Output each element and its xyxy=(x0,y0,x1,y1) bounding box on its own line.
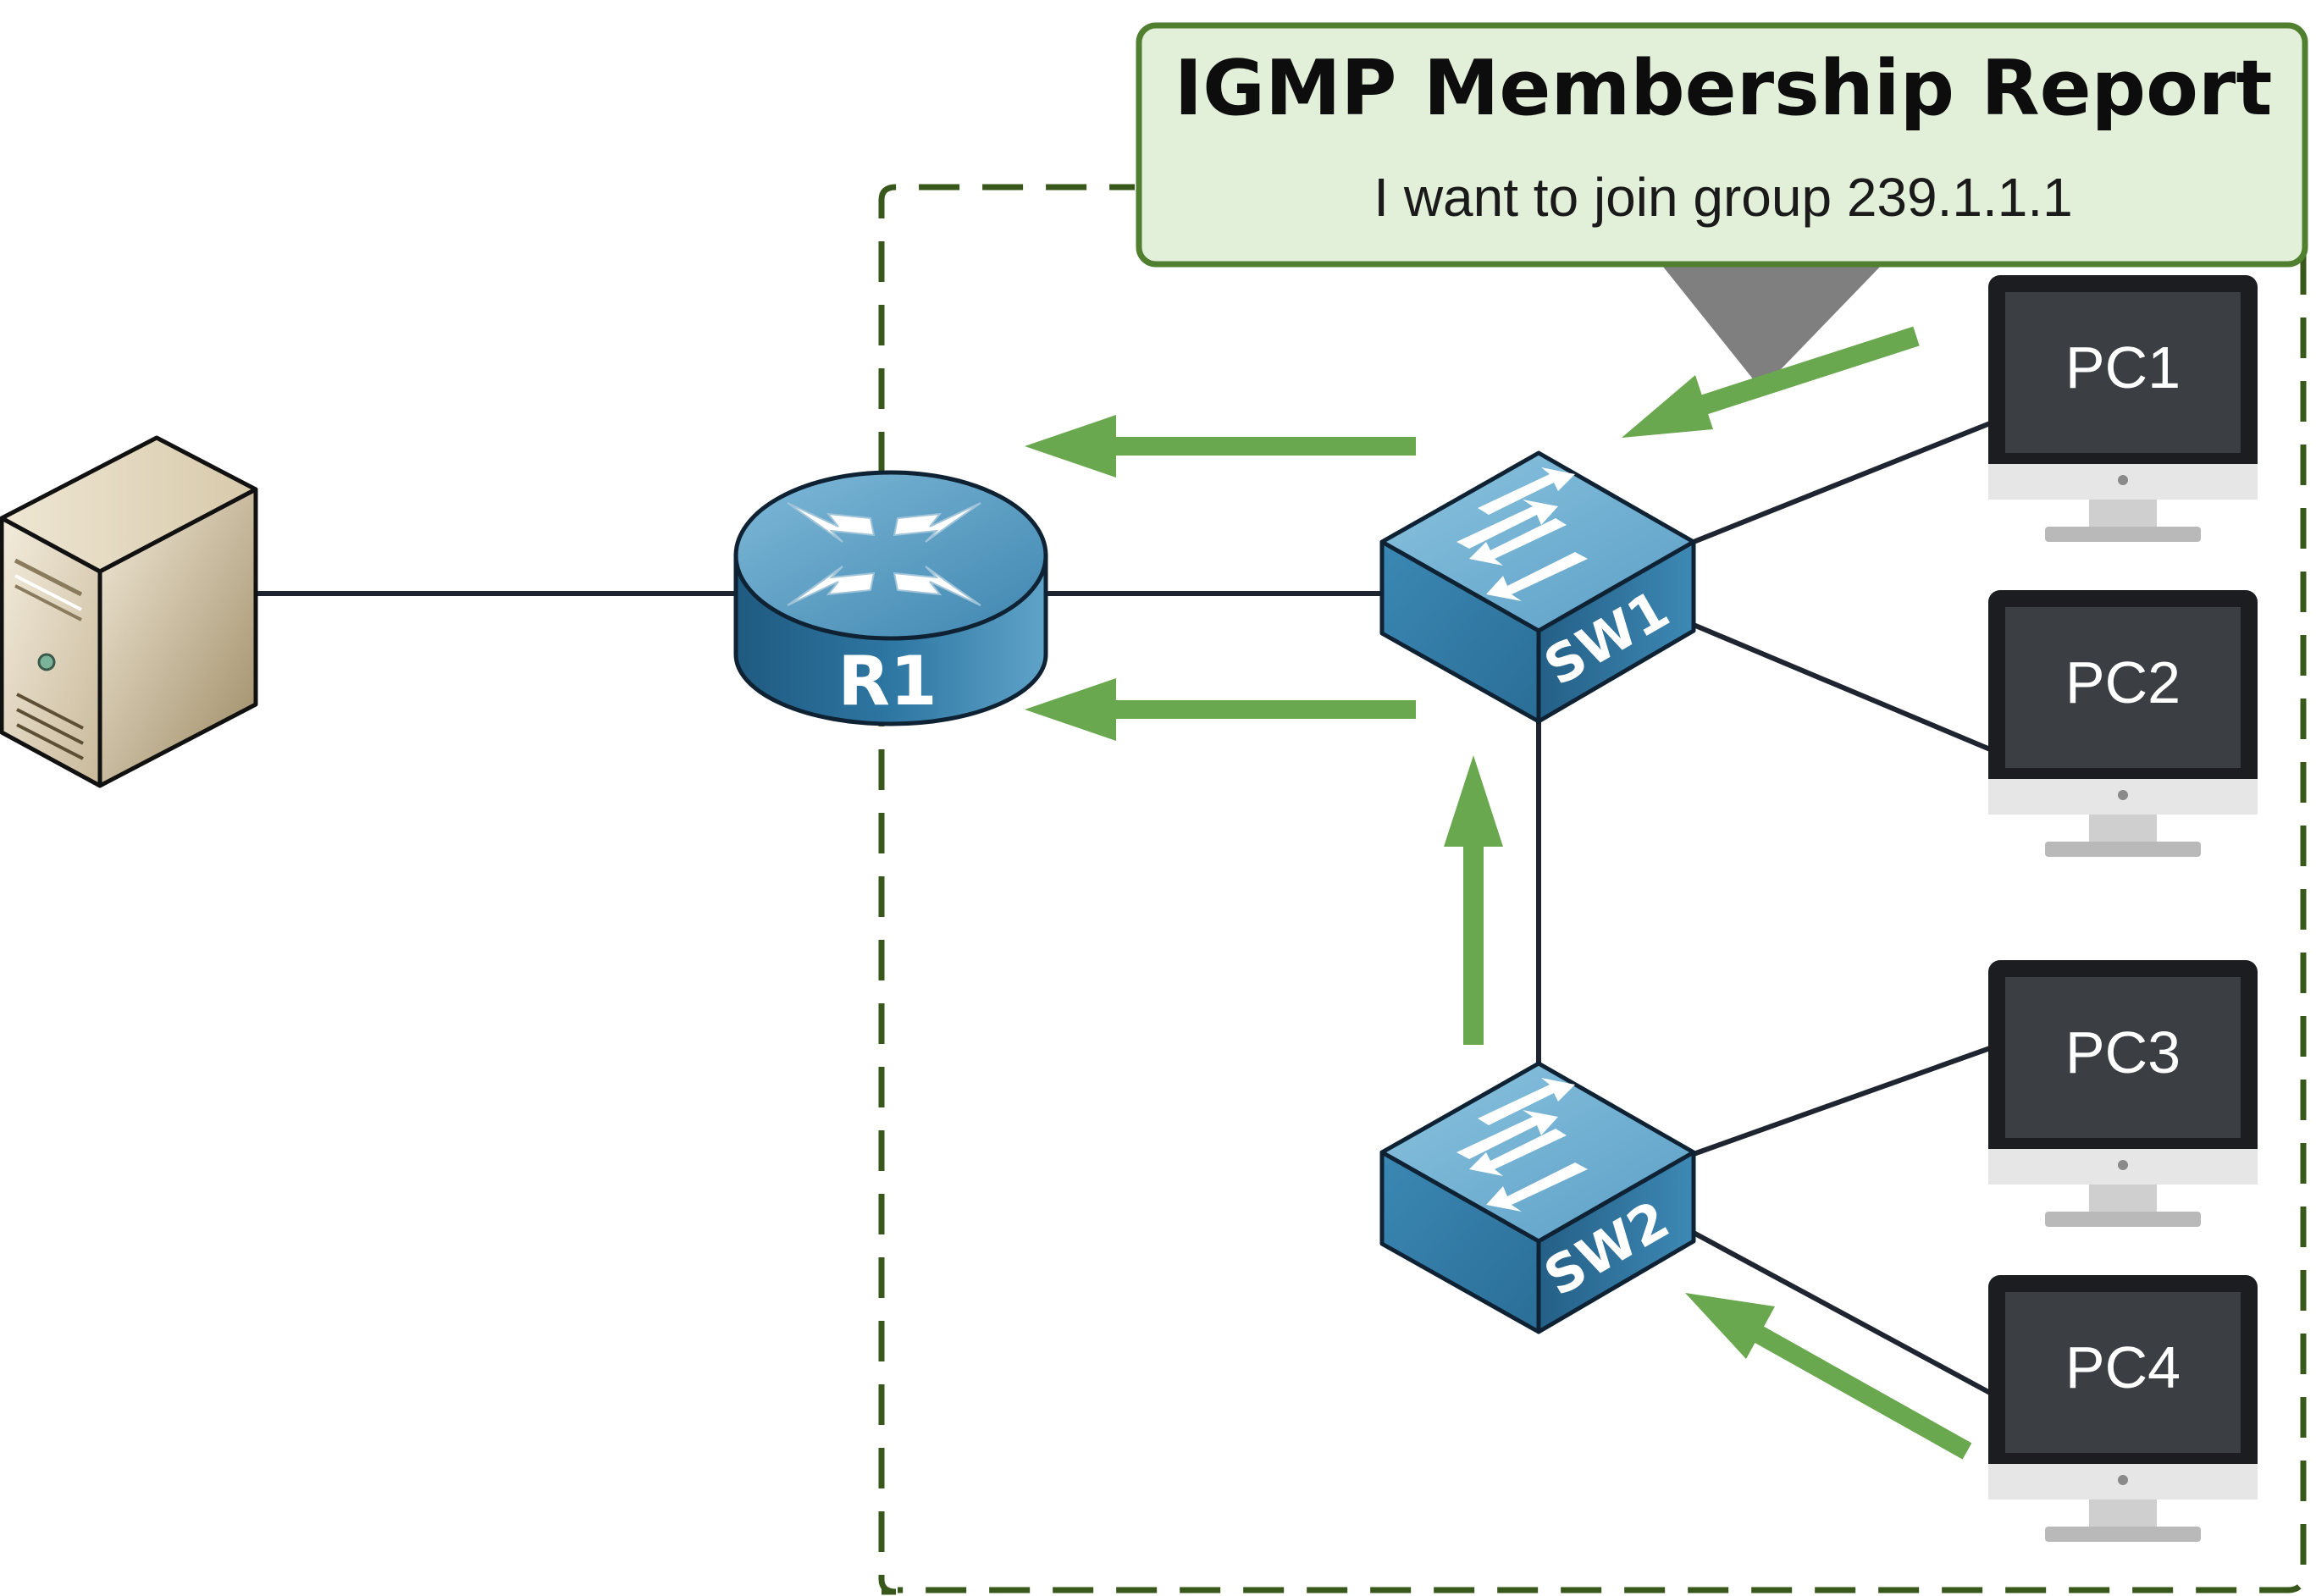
pc1-label: PC1 xyxy=(2065,334,2181,400)
pc3-label: PC3 xyxy=(2065,1019,2181,1085)
links xyxy=(254,421,1992,1395)
switch-arrows-icon xyxy=(1456,1078,1588,1212)
pc4-label: PC4 xyxy=(2065,1334,2181,1400)
switch-sw1: SW1 xyxy=(1379,450,1696,724)
callout-pointer xyxy=(1660,262,1884,389)
link-sw1-pc1 xyxy=(1692,421,1992,544)
router-label: R1 xyxy=(837,642,937,721)
pc4: PC4 xyxy=(1988,1275,2258,1542)
switch-sw2: SW2 xyxy=(1379,1061,1696,1334)
router-arrows-icon xyxy=(787,502,981,606)
multicast-domain-boundary-right xyxy=(898,254,2307,1593)
multicast-domain-boundary xyxy=(878,184,1135,1595)
callout: IGMP Membership Report I want to join gr… xyxy=(1136,22,2308,268)
router-r1: R1 xyxy=(733,470,1048,726)
arrow-sw1-to-r1-bottom xyxy=(1025,678,1416,741)
callout-subtitle: I want to join group 239.1.1.1 xyxy=(1374,167,2072,228)
report-arrows xyxy=(1025,326,1972,1460)
link-sw2-pc4 xyxy=(1692,1230,1992,1395)
pc1: PC1 xyxy=(1988,275,2258,542)
switch-arrows-icon xyxy=(1456,467,1588,601)
pc2: PC2 xyxy=(1988,590,2258,857)
arrow-sw2-to-sw1 xyxy=(1444,755,1503,1045)
arrow-sw1-to-r1-top xyxy=(1025,415,1416,478)
callout-box xyxy=(1136,22,2308,268)
pc2-label: PC2 xyxy=(2065,649,2181,715)
link-sw1-pc2 xyxy=(1692,622,1992,752)
pc3: PC3 xyxy=(1988,960,2258,1227)
arrow-pc1-to-sw1 xyxy=(1622,326,1920,438)
callout-title: IGMP Membership Report xyxy=(1175,44,2273,133)
link-sw2-pc3 xyxy=(1692,1046,1992,1157)
server-icon xyxy=(0,435,258,788)
arrow-pc4-to-sw2 xyxy=(1685,1293,1972,1460)
